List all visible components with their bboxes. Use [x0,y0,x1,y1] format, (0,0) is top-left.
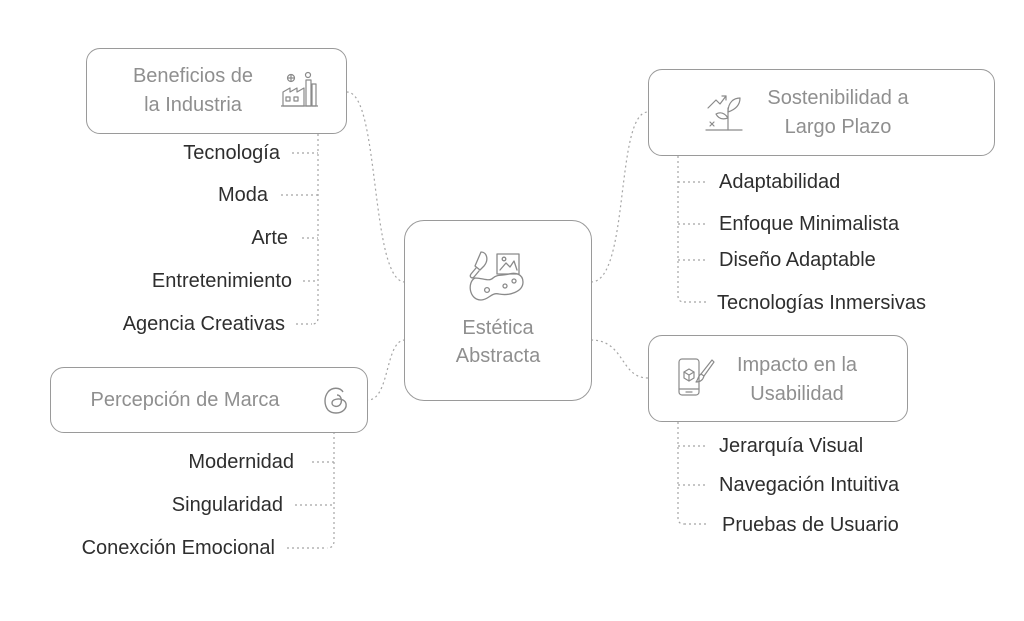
percepcion-item: Singularidad [171,494,283,516]
link-center-sostenibilidad [590,111,649,283]
impacto-item: Jerarquía Visual [719,435,864,457]
mobile-design-icon [678,358,715,396]
sostenibilidad-item: Adaptabilidad [719,171,841,193]
factory-icon [281,71,318,107]
paintbrush-palette-icon [469,251,524,301]
link-center-beneficios [346,91,406,283]
threads-logo-icon [324,387,347,414]
link-center-percepcion [367,339,406,401]
plant-growth-icon [705,95,743,131]
branch-percepcion-title: Percepción de Marca [90,389,280,411]
beneficios-item: Agencia Creativas [122,313,285,335]
sostenibilidad-item: Tecnologías Inmersivas [717,292,926,314]
impacto-item: Navegación Intuitiva [719,474,900,496]
link-impacto-spine [677,422,685,525]
branch-beneficios-title-line2: la Industria [144,94,242,116]
impacto-item: Pruebas de Usuario [722,514,899,536]
center-label-line1: Estética [462,317,534,339]
sostenibilidad-item: Diseño Adaptable [719,249,876,271]
link-center-impacto [590,339,649,379]
branch-sostenibilidad [648,69,995,156]
branch-sostenibilidad-title-line1: Sostenibilidad a [767,87,909,109]
branch-impacto-title-line1: Impacto en la [736,354,858,376]
branch-sostenibilidad-title-line2: Largo Plazo [784,116,892,138]
branch-percepcion [50,367,368,433]
beneficios-item: Arte [251,227,288,249]
link-sostenibilidad-spine [677,156,685,303]
branch-beneficios-title-line1: Beneficios de [132,65,254,87]
link-beneficios-spine [311,134,319,325]
percepcion-item: Conexción Emocional [81,537,275,559]
beneficios-item: Moda [217,184,268,206]
branch-impacto [648,335,908,422]
percepcion-item: Modernidad [188,451,294,473]
branch-impacto-title-line2: Usabilidad [750,383,844,405]
link-percepcion-spine [326,432,335,549]
center-label-line2: Abstracta [455,345,541,367]
center-node [404,220,592,401]
sostenibilidad-item: Enfoque Minimalista [719,213,900,235]
beneficios-item: Tecnología [183,142,280,164]
beneficios-item: Entretenimiento [151,270,292,292]
